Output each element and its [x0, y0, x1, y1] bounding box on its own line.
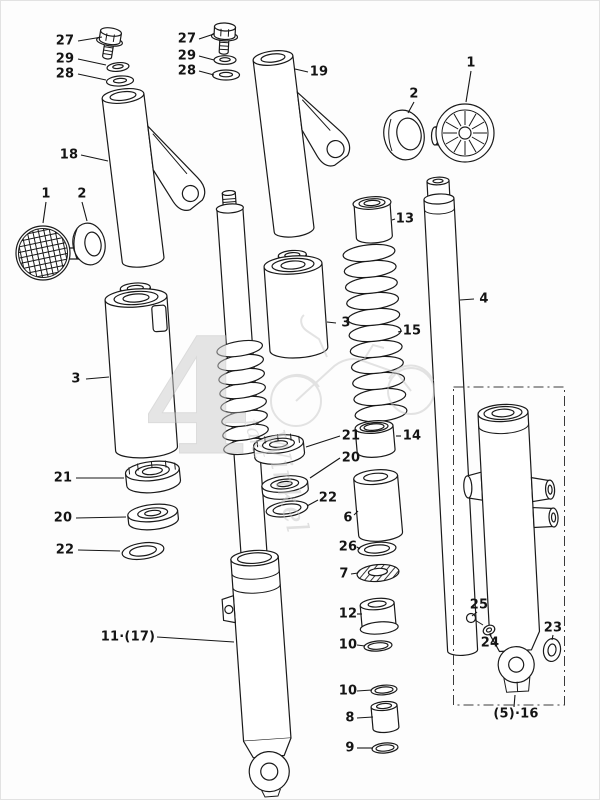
watermark: 4 takt Winkel — [142, 306, 435, 537]
part-22-ring-left — [121, 541, 165, 561]
part-29-washer-mid — [213, 55, 237, 65]
leader-line — [356, 546, 361, 550]
part-3-fork-cover-mid — [263, 249, 329, 359]
part-28-washer-mid — [211, 69, 241, 81]
part-25-bolt — [465, 612, 484, 626]
part-29-washer-left — [106, 60, 130, 74]
leader-line — [353, 510, 359, 516]
part-18-bracket-tube — [101, 87, 206, 268]
part-19-bracket-tube — [252, 50, 351, 238]
part-15-spring — [342, 243, 408, 423]
leader-line — [465, 70, 472, 103]
part-21-locknut-mid — [252, 433, 306, 465]
part-23-washer — [542, 637, 562, 663]
leader-line — [77, 73, 107, 81]
part-2-grommet-left — [72, 222, 106, 266]
leader-line — [489, 632, 492, 637]
part-22-ring-mid — [265, 500, 309, 518]
part-10-oring-upper — [363, 640, 393, 652]
leader-line — [77, 58, 107, 66]
leader-line — [81, 201, 88, 222]
leader-line — [306, 499, 319, 507]
leader-lines-layer — [42, 33, 554, 749]
part-2-grommet-right — [383, 109, 425, 161]
part-10-oring-lower — [370, 684, 398, 696]
leader-line — [356, 644, 366, 647]
leader-line — [198, 55, 215, 61]
leader-line — [391, 218, 396, 221]
leader-line — [551, 634, 554, 641]
part-13-bushing — [352, 196, 393, 244]
leader-line — [513, 694, 516, 708]
part-20-seat-left — [127, 503, 179, 531]
part-6-bushing — [353, 469, 404, 542]
watermark-numeral: 4 — [142, 306, 252, 491]
leader-line — [356, 689, 373, 692]
leader-line — [85, 376, 110, 380]
part-27-bolt-mid — [209, 21, 239, 56]
part-11-17-fork-leg — [215, 189, 292, 798]
part-26-ring — [357, 541, 397, 557]
part-7-oil-seal — [356, 563, 400, 583]
leader-line — [407, 101, 415, 114]
watermark-scooter — [270, 314, 435, 427]
part-4-fork-pipe — [423, 176, 479, 657]
part-1-reflector-left — [13, 223, 83, 283]
leader-line — [77, 549, 121, 552]
leader-line — [77, 36, 103, 42]
leader-line — [75, 516, 127, 519]
part-8-bushing — [370, 700, 400, 734]
leader-line — [309, 457, 341, 479]
part-12-cup — [359, 597, 399, 635]
part-5-16-slider-assembly — [453, 386, 565, 706]
part-24-washer — [482, 624, 496, 636]
part-9-ring — [371, 742, 399, 754]
part-14-collar — [354, 420, 396, 458]
leader-line — [42, 201, 47, 224]
leader-line — [198, 33, 215, 40]
leader-line — [294, 68, 309, 73]
part-27-bolt-left — [93, 25, 126, 62]
leader-line — [326, 321, 337, 324]
part-28-washer-left — [105, 74, 135, 88]
leader-line — [459, 298, 475, 301]
leader-line — [198, 70, 215, 76]
part-20-seat-mid — [261, 475, 309, 500]
leader-line — [80, 154, 109, 162]
part-3-fork-cover-left — [104, 282, 179, 459]
leader-line — [305, 435, 341, 448]
part-21-locknut-left — [124, 460, 182, 494]
leader-line — [156, 636, 235, 643]
part-1-reflector-right — [430, 103, 495, 163]
leader-line — [397, 330, 403, 333]
leader-line — [471, 611, 478, 617]
leader-line — [356, 716, 374, 719]
leader-line — [350, 572, 359, 575]
